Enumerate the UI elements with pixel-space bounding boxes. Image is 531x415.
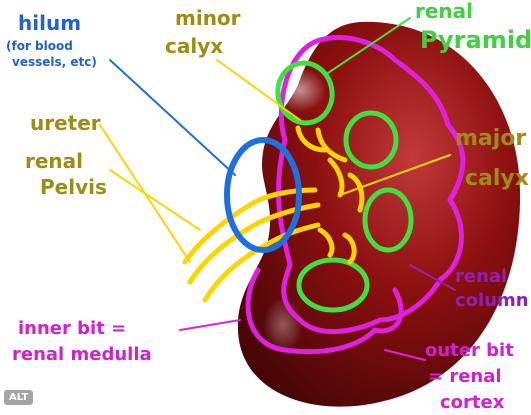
renal-pyramid-label-line2: Pyramid [420,26,531,54]
renal-cortex-outline [276,35,466,335]
renal-pyramid-shape [343,110,399,170]
renal-pelvis-lines [182,125,365,303]
major-calyx-label-line2: calyx [465,166,529,191]
hilum-outline [224,137,302,253]
renal-pelvis-label-line2: Pelvis [40,175,107,199]
alt-badge[interactable]: ALT [4,390,34,405]
inner-bit-label-line2: renal medulla [12,344,152,365]
kidney-body [237,21,521,407]
renal-pyramid-shape [362,187,414,253]
renal-pelvis-label-line1: renal [25,149,83,173]
inner-medulla-outline [245,267,404,355]
minor-calyx-label-line2: calyx [165,34,223,58]
outer-bit-label-line3: cortex [440,392,505,413]
outer-bit-label-line1: outer bit [425,340,514,361]
outer-bit-label-line2: = renal [428,366,502,387]
major-calyx-label-line1: major [455,126,526,151]
renal-column-label-line2: column [455,290,529,311]
hilum-note-line1: (for blood [6,39,73,53]
minor-calyx-label-line1: minor [175,6,241,30]
hilum-note-line2: vessels, etc) [12,55,97,69]
ureter-label: ureter [30,111,101,135]
pointer-lines [99,17,456,361]
renal-column-label-line1: renal [455,266,507,287]
renal-pyramid-shape [296,257,370,313]
renal-pyramid-shape [275,60,335,126]
renal-pyramid-label-line1: renal [415,0,473,23]
inner-bit-label-line1: inner bit = [18,318,126,339]
hilum-label: hilum [18,11,81,35]
